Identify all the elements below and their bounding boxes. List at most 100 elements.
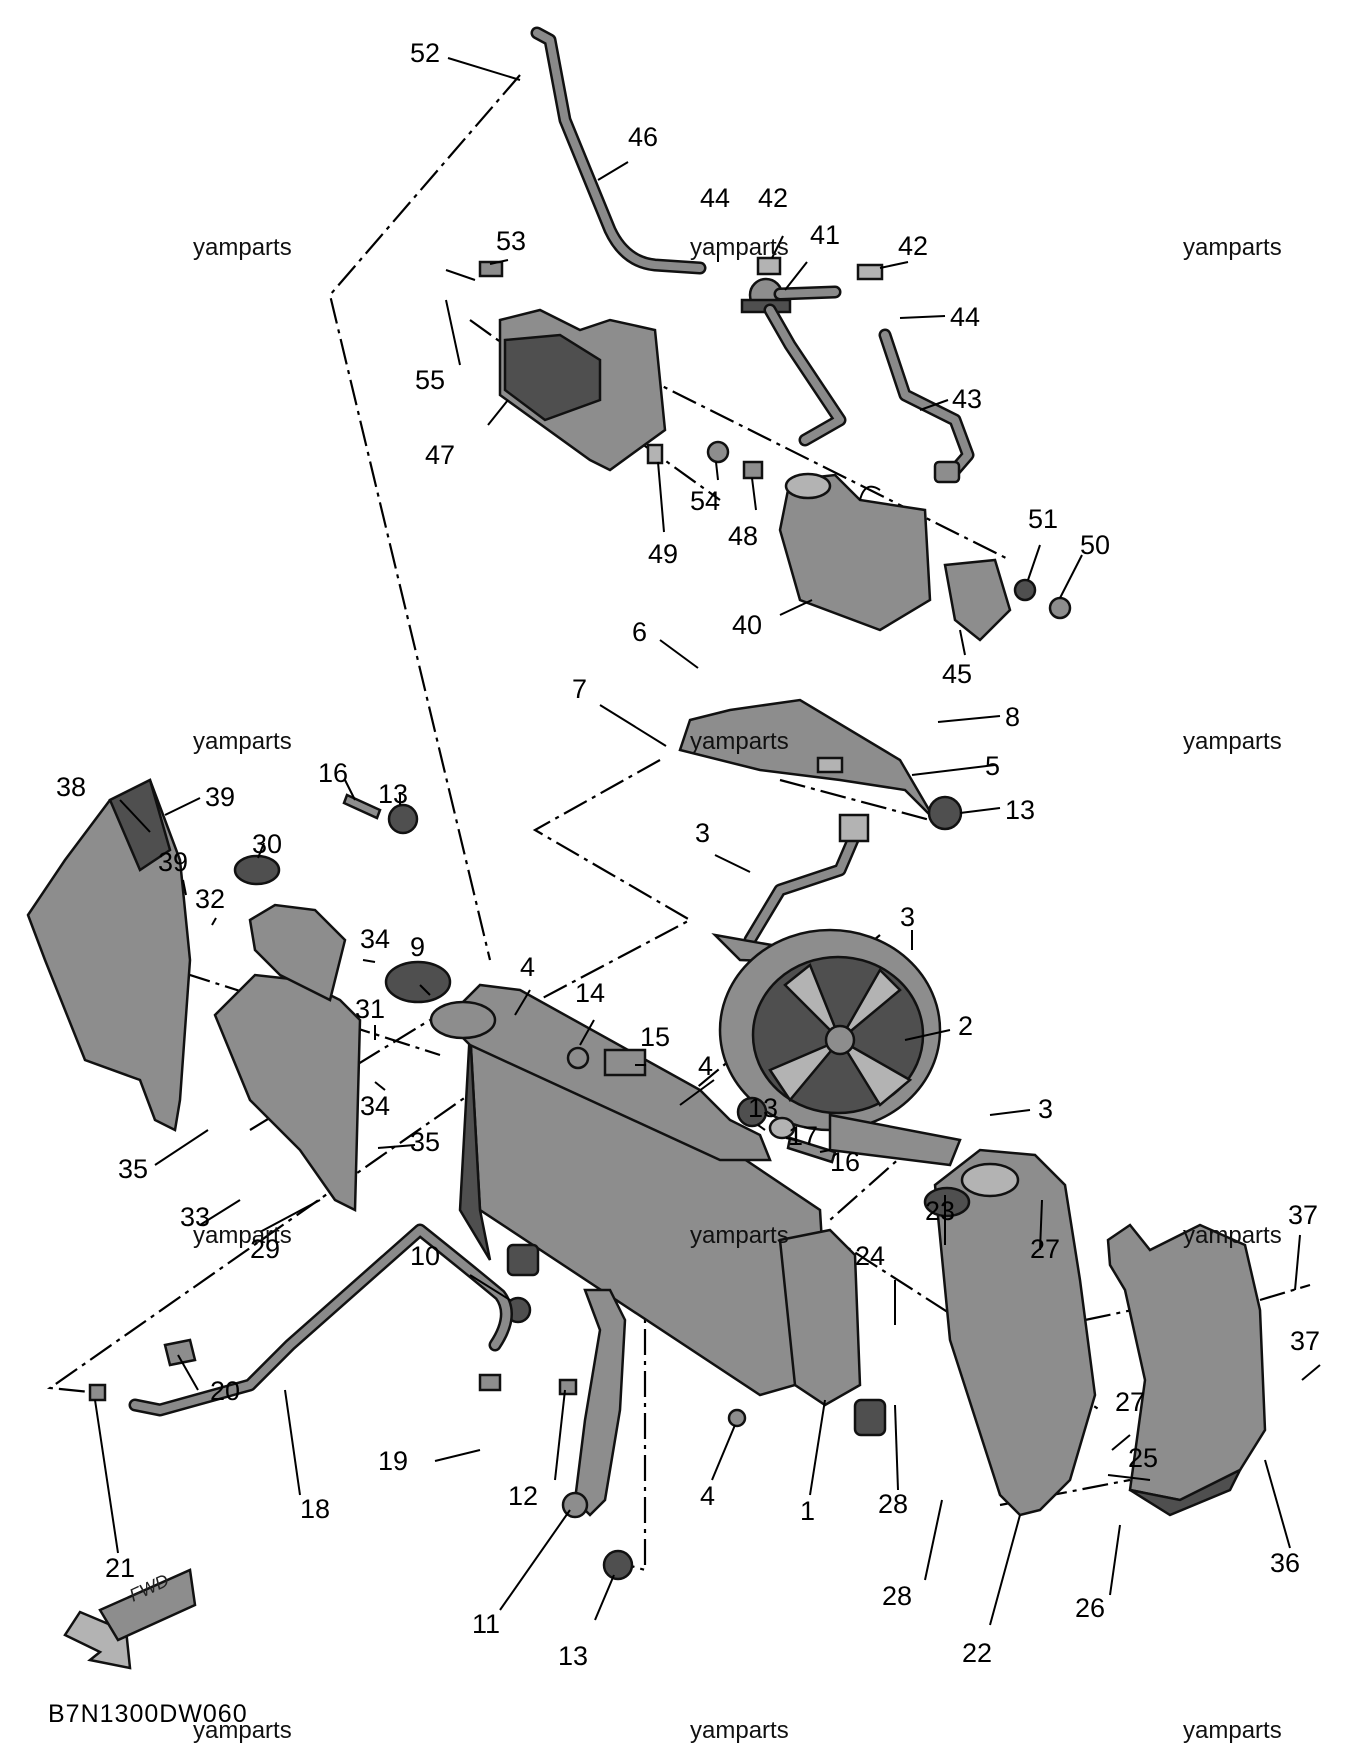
callout-48: 48 — [728, 521, 758, 551]
callout-32: 32 — [195, 884, 225, 914]
callout-11: 11 — [472, 1609, 500, 1639]
callout-3: 3 — [900, 902, 915, 932]
callout-13: 13 — [748, 1093, 778, 1123]
bracket-15 — [603, 1048, 647, 1077]
watermark: yamparts — [690, 728, 789, 755]
overflow-hose-46 — [530, 26, 707, 275]
assembly-lines — [46, 74, 1311, 1572]
side-cover-38 — [26, 778, 192, 1132]
clamp-21 — [88, 1383, 107, 1402]
watermark: yamparts — [690, 234, 789, 261]
callout-46: 46 — [628, 122, 658, 152]
callout-39: 39 — [205, 782, 235, 812]
watermark: yamparts — [690, 1717, 789, 1744]
duct-29 — [213, 903, 362, 1212]
callout-44: 44 — [950, 302, 980, 332]
callout-9: 9 — [410, 932, 425, 962]
watermark: yamparts — [1183, 728, 1282, 755]
callout-3: 3 — [695, 818, 710, 848]
callout-21: 21 — [105, 1553, 135, 1583]
stay-11 — [561, 1288, 627, 1519]
callout-49: 49 — [648, 539, 678, 569]
callout-38: 38 — [56, 772, 86, 802]
callout-28: 28 — [878, 1489, 908, 1519]
callout-13: 13 — [558, 1641, 588, 1671]
callout-35: 35 — [410, 1127, 440, 1157]
grommet-13-upper — [927, 795, 963, 831]
callout-22: 22 — [962, 1638, 992, 1668]
callout-51: 51 — [1028, 504, 1058, 534]
duct-22 — [933, 1148, 1097, 1517]
grommet-54 — [706, 440, 730, 464]
callout-23: 23 — [925, 1196, 955, 1226]
grommet-51 — [1013, 578, 1037, 602]
callout-4: 4 — [520, 952, 535, 982]
callout-12: 12 — [508, 1481, 538, 1511]
callout-50: 50 — [1080, 530, 1110, 560]
callout-5: 5 — [985, 751, 1000, 781]
callout-16: 16 — [830, 1147, 860, 1177]
callout-6: 6 — [632, 617, 647, 647]
callout-24: 24 — [855, 1241, 885, 1271]
watermark: yamparts — [1183, 1717, 1282, 1744]
watermark: yamparts — [1183, 234, 1282, 261]
radiator-cap-9 — [384, 960, 452, 1004]
callout-15: 15 — [640, 1022, 670, 1052]
seal-23 — [923, 1186, 971, 1218]
callout-25: 25 — [1128, 1443, 1158, 1473]
callout-41: 41 — [810, 220, 840, 250]
bolt-50 — [1048, 596, 1072, 620]
clamp-19 — [478, 1373, 502, 1392]
callout-31: 31 — [355, 994, 385, 1024]
callout-13: 13 — [378, 779, 408, 809]
collar-14 — [566, 1046, 590, 1070]
callout-10: 10 — [410, 1241, 440, 1271]
callout-13: 13 — [1005, 795, 1035, 825]
grommet-13-left — [387, 803, 419, 835]
watermark: yamparts — [193, 1717, 292, 1744]
callout-2: 2 — [958, 1011, 973, 1041]
callout-39: 39 — [158, 847, 188, 877]
fwd-arrow: FWD — [63, 1568, 197, 1670]
callout-19: 19 — [378, 1446, 408, 1476]
washer-17 — [768, 1116, 796, 1140]
callout-40: 40 — [732, 610, 762, 640]
callout-27: 27 — [1030, 1234, 1060, 1264]
callout-42: 42 — [758, 183, 788, 213]
callout-33: 33 — [180, 1202, 210, 1232]
callout-4: 4 — [698, 1051, 713, 1081]
callout-36: 36 — [1270, 1548, 1300, 1578]
callout-18: 18 — [300, 1494, 330, 1524]
callout-52: 52 — [410, 38, 440, 68]
callout-26: 26 — [1075, 1593, 1105, 1623]
watermark: yamparts — [193, 728, 292, 755]
collar-12 — [558, 1378, 578, 1396]
callout-34: 34 — [360, 924, 390, 954]
callout-28: 28 — [882, 1581, 912, 1611]
callout-29: 29 — [250, 1234, 280, 1264]
callout-44: 44 — [700, 183, 730, 213]
reservoir-tank-40 — [778, 472, 932, 632]
diagram-code: B7N1300DW060 — [48, 1700, 248, 1728]
callout-17: 17 — [788, 1121, 818, 1151]
reservoir-cover-47 — [498, 308, 667, 472]
leader-lines — [94, 57, 1321, 1626]
callout-14: 14 — [575, 978, 605, 1008]
watermarks: yamparts yamparts yamparts yamparts yamp… — [193, 234, 1282, 1744]
callout-43: 43 — [952, 384, 982, 414]
callout-54: 54 — [690, 486, 720, 516]
bracket-45 — [943, 558, 1012, 642]
seal-30 — [233, 854, 281, 886]
callout-53: 53 — [496, 226, 526, 256]
callout-20: 20 — [210, 1376, 240, 1406]
radiator-cover-5 — [678, 698, 937, 821]
breather-41 — [740, 277, 847, 447]
callout-1: 1 — [800, 1496, 815, 1526]
nut-4-lower — [727, 1408, 747, 1428]
clamp-20 — [163, 1338, 197, 1367]
callout-8: 8 — [1005, 702, 1020, 732]
watermark: yamparts — [1183, 1222, 1282, 1249]
callout-35: 35 — [118, 1154, 148, 1184]
bolt-16-left — [342, 793, 382, 820]
